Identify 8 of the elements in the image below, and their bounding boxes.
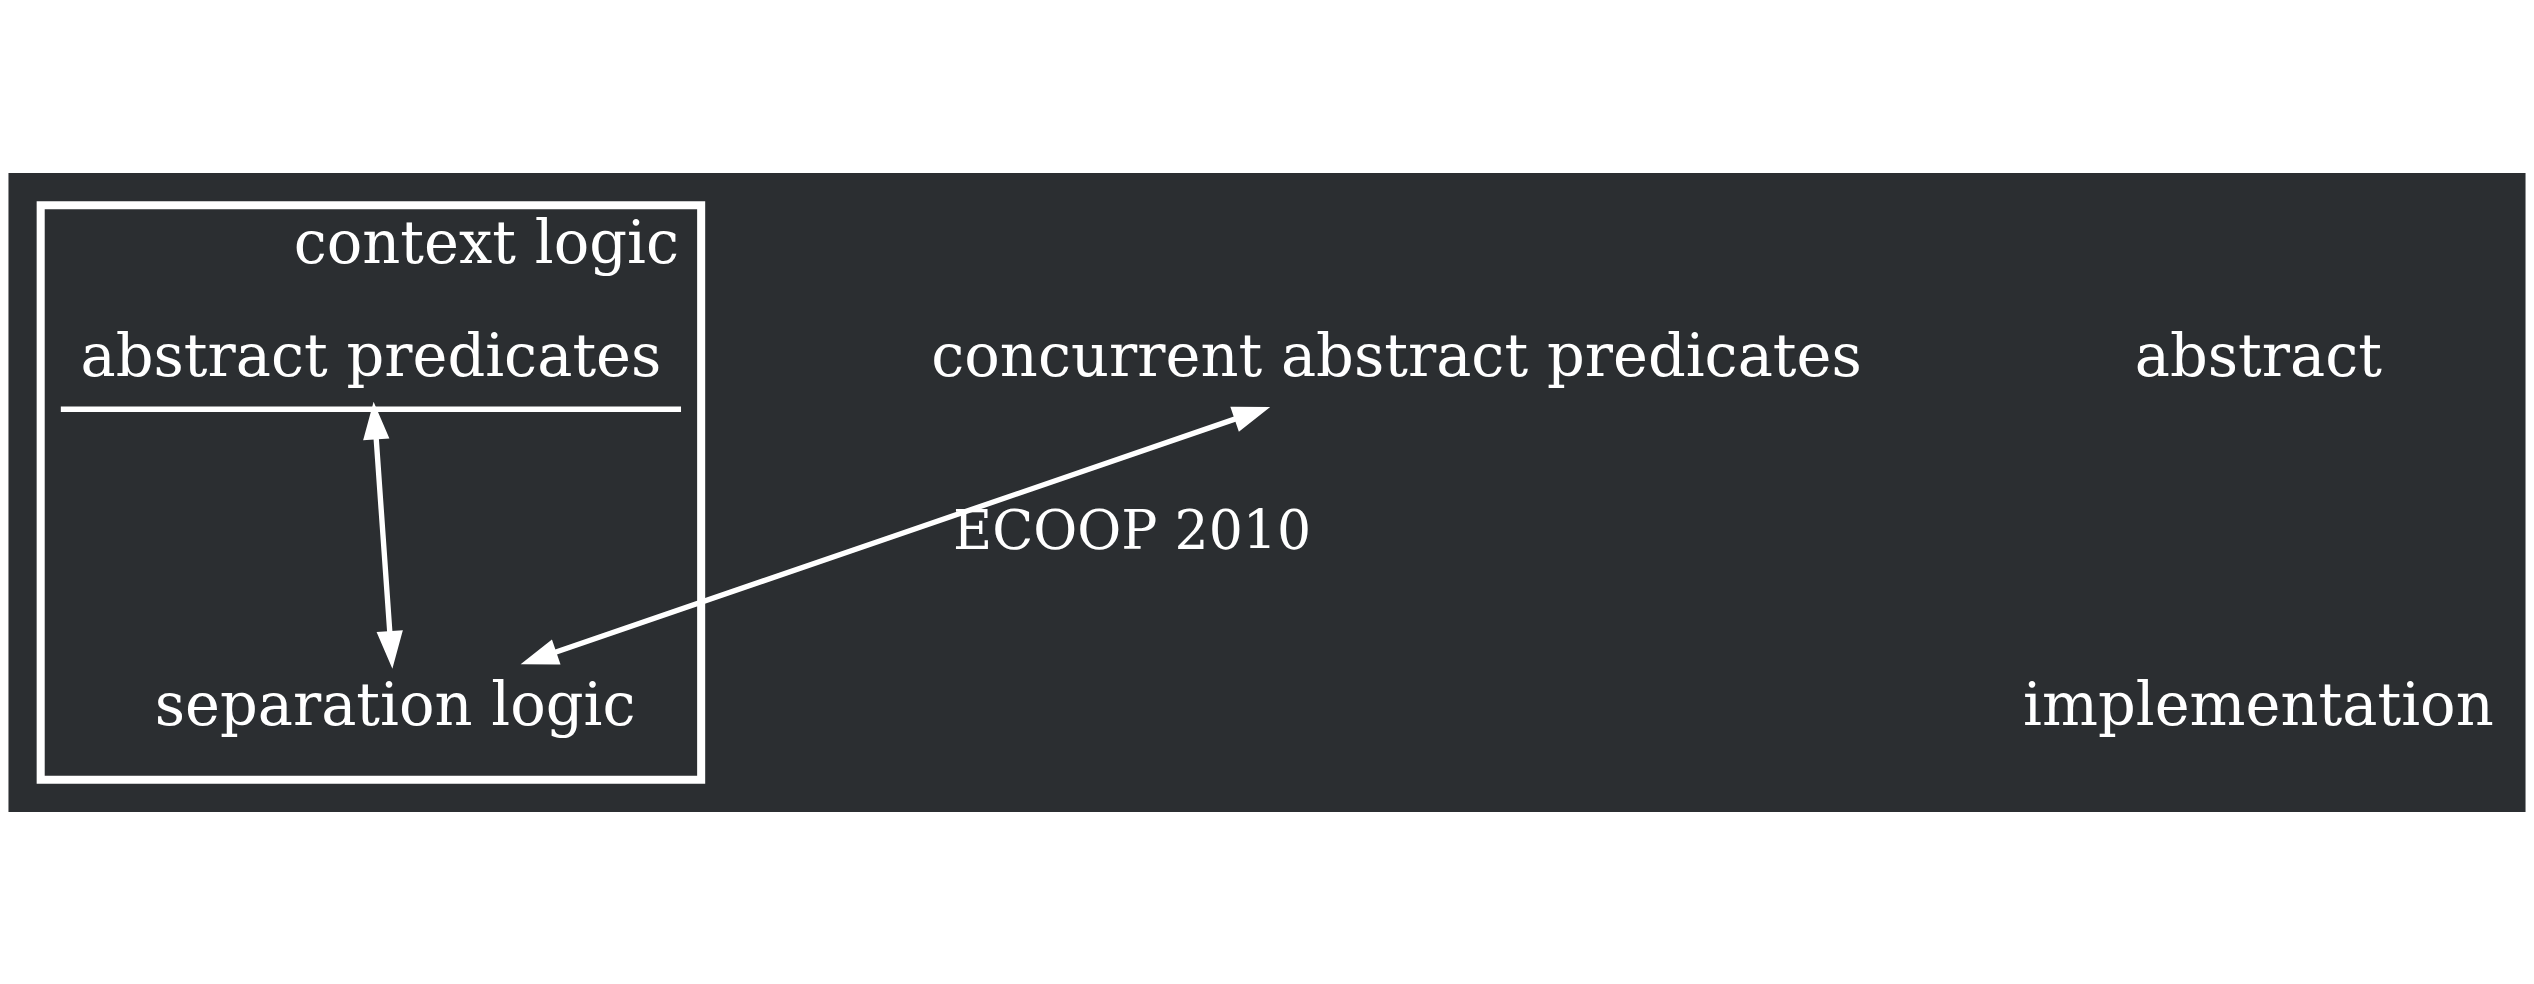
label: abstract [2134,320,2383,390]
arrow [363,401,403,669]
node-text: abstract predicates [80,320,662,390]
edge-label: ECOOP 2010 [953,498,1312,562]
node-text: separation logic [154,669,636,739]
label: implementation [2023,669,2494,739]
arrow [520,406,1271,664]
node-text: concurrent abstract predicates [931,320,1862,390]
